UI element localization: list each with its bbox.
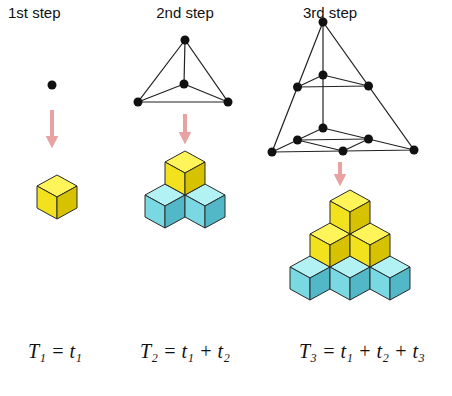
- unit-cube: [330, 190, 370, 234]
- unit-cube: [165, 151, 205, 195]
- sum-formula: T₂ = t₁ + t₂: [140, 340, 230, 363]
- step-heading: 2nd step: [156, 4, 214, 21]
- point-dot: [48, 81, 57, 90]
- tetrahedron-graph: [272, 22, 414, 152]
- cube-stacks: [37, 151, 410, 300]
- step-heading: 1st step: [8, 4, 61, 21]
- unit-cube: [37, 175, 77, 219]
- point-dots: [134, 36, 233, 107]
- tetrahedron-graph: [138, 40, 228, 102]
- sum-formula: T₁ = t₁: [28, 340, 82, 363]
- point-dots: [268, 18, 419, 157]
- sum-formula: T₃ = t₁ + t₂ + t₃: [299, 340, 425, 363]
- step-heading: 3rd step: [303, 4, 357, 21]
